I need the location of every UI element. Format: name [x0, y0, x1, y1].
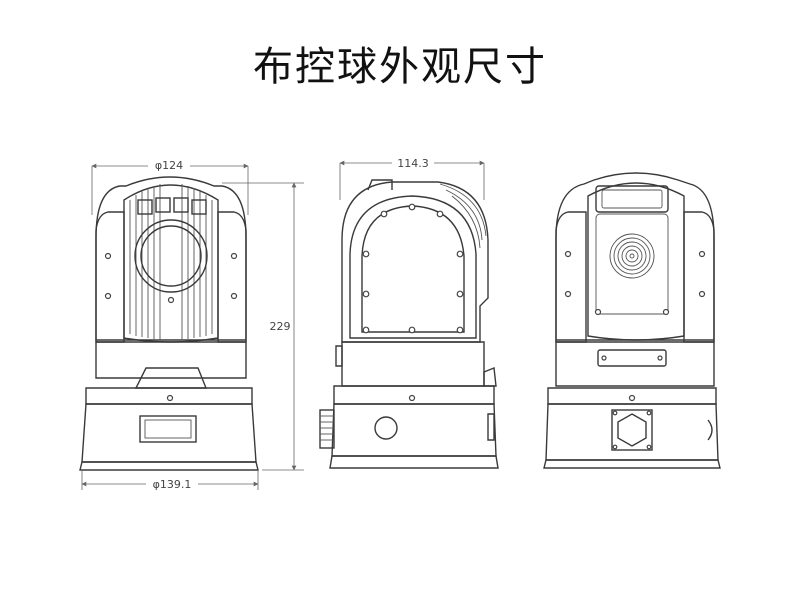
lens-outer	[134, 219, 208, 293]
height-label: 229	[270, 320, 291, 333]
rear-connector	[611, 409, 653, 451]
side-port	[374, 416, 398, 440]
rear-label-plate	[597, 349, 667, 367]
page-title: 布控球外观尺寸	[253, 44, 547, 90]
side-view: 114.3	[319, 155, 499, 469]
front-panel	[139, 415, 197, 443]
rear-view	[543, 172, 721, 469]
top-diameter-label: φ124	[155, 159, 183, 172]
speaker-grille	[609, 233, 655, 279]
base-diameter-label: φ139.1	[153, 478, 192, 491]
rear-top-window	[595, 185, 669, 213]
side-connector	[319, 409, 335, 449]
width-label: 114.3	[397, 157, 429, 170]
front-view: φ124	[79, 158, 304, 491]
lens-inner	[140, 225, 202, 287]
